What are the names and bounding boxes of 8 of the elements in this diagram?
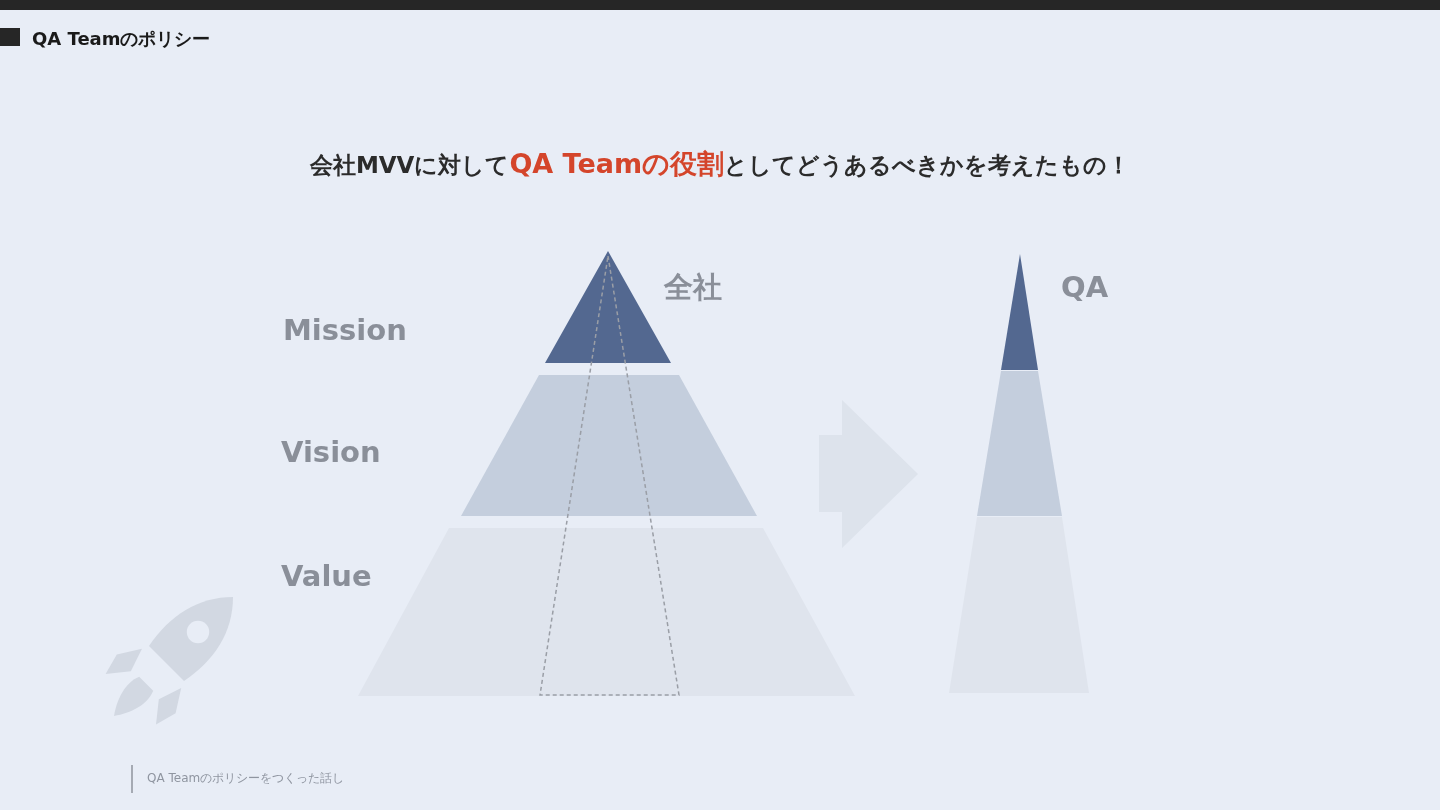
group-label: QA — [1061, 269, 1109, 306]
tier-label: Value — [281, 558, 372, 595]
footer-text: QA Teamのポリシーをつくった話し — [147, 770, 345, 787]
tier-label: Mission — [283, 312, 407, 349]
slide-title: QA Teamのポリシー — [32, 27, 211, 51]
heading: 会社MVVに対してQA Teamの役割としてどうあるべきかを考えたもの！ — [308, 147, 1132, 181]
group-label: 全社 — [664, 269, 722, 306]
tier-label: Vision — [281, 434, 381, 471]
